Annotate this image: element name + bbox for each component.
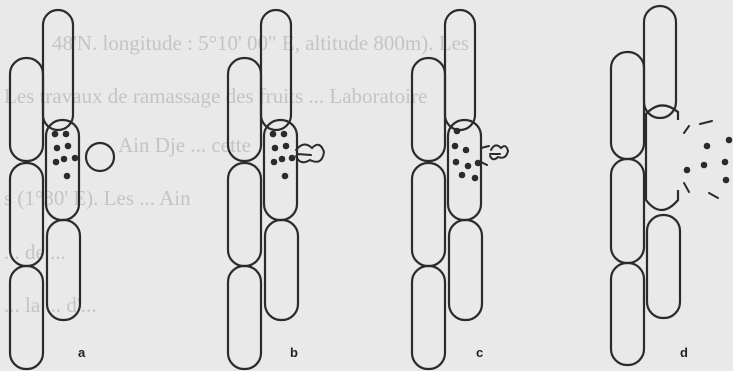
cell <box>10 58 43 161</box>
secretory-cell <box>448 120 481 220</box>
panel-label: b <box>290 345 298 360</box>
granule-dot <box>475 160 482 167</box>
granule-dot <box>61 156 68 163</box>
granule-dot <box>272 145 279 152</box>
granule-dot <box>289 155 296 162</box>
granule-dot <box>704 143 711 150</box>
granule-dot <box>465 163 472 170</box>
background-text-line: s (1°30' E). Les ... Ain <box>4 186 191 210</box>
granule-dot <box>271 159 278 166</box>
secretory-cell <box>264 120 297 220</box>
membrane-fragments <box>684 121 718 198</box>
cell <box>445 10 475 130</box>
cell <box>228 266 261 369</box>
panel-c: c <box>412 10 508 369</box>
cell <box>611 263 644 365</box>
cell <box>412 58 445 161</box>
released-granules <box>684 137 733 184</box>
granules <box>52 131 79 180</box>
cell <box>644 6 676 118</box>
membrane-fragment <box>700 121 712 124</box>
granule-dot <box>453 159 460 166</box>
granule-dot <box>65 143 72 150</box>
granule-dot <box>459 172 466 179</box>
panel-label: c <box>476 345 483 360</box>
panel-label: a <box>78 345 86 360</box>
ruptured-cell <box>646 105 678 210</box>
cell <box>611 159 644 263</box>
membrane-fragment <box>709 193 718 198</box>
granule-dot <box>684 167 691 174</box>
granule-dot <box>472 175 479 182</box>
cell <box>647 215 680 318</box>
granule-dot <box>283 143 290 150</box>
panel-d: d <box>611 6 732 365</box>
cell <box>43 10 73 130</box>
releasing-vesicle <box>481 145 508 165</box>
background-text-line: Les travaux de ramassage des fruits ... … <box>4 84 427 108</box>
panel-b: b <box>228 10 324 369</box>
granule-dot <box>726 137 733 144</box>
cell <box>265 220 298 320</box>
cell <box>10 266 43 369</box>
cell <box>449 220 482 320</box>
granule-dot <box>281 131 288 138</box>
granules <box>452 128 482 182</box>
granule-dot <box>452 143 459 150</box>
granule-dot <box>463 147 470 154</box>
granule-dot <box>72 155 79 162</box>
granule-dot <box>454 128 461 135</box>
cell <box>228 163 261 266</box>
cell <box>412 266 445 369</box>
vesicle <box>86 143 114 171</box>
granule-dot <box>282 173 289 180</box>
granule-dot <box>701 162 708 169</box>
fusing-vesicle <box>296 144 324 162</box>
granule-dot <box>722 159 729 166</box>
membrane-fragment <box>684 183 689 192</box>
fusion-neck <box>297 154 311 155</box>
cell <box>261 10 291 130</box>
membrane-fragment <box>684 126 689 133</box>
granule-dot <box>279 156 286 163</box>
granule-dot <box>53 159 60 166</box>
granule-dot <box>270 131 277 138</box>
granule-dot <box>63 131 70 138</box>
panel-label: d <box>680 345 688 360</box>
granules <box>270 131 296 180</box>
vesicle-fragment <box>490 145 508 159</box>
cell <box>412 163 445 266</box>
granule-dot <box>64 173 71 180</box>
cell <box>611 52 644 159</box>
membrane-break <box>481 146 489 148</box>
granule-dot <box>723 177 730 184</box>
granule-dot <box>54 145 61 152</box>
granule-dot <box>52 131 59 138</box>
